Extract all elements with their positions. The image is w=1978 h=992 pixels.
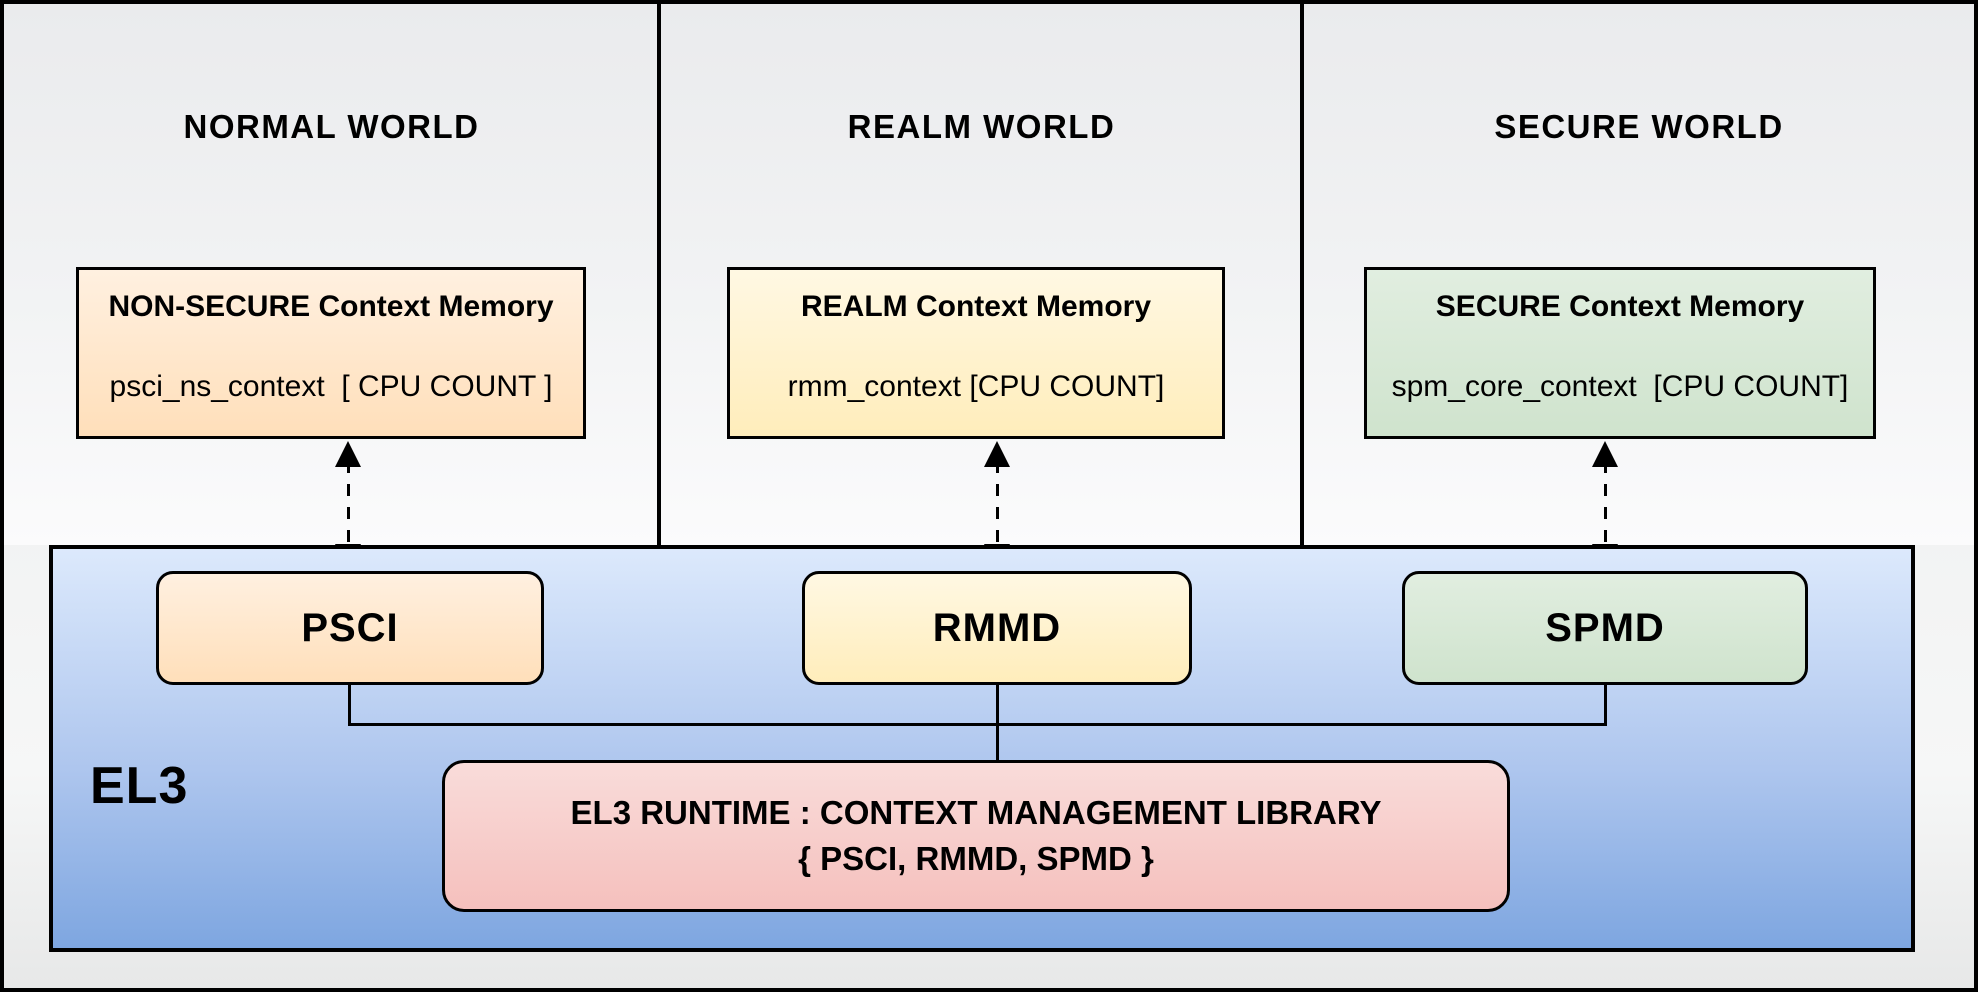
world-divider-normal-realm (657, 4, 661, 545)
memory-box-nonsecure: NON-SECURE Context Memory psci_ns_contex… (76, 267, 586, 439)
el3-label: EL3 (90, 757, 189, 815)
dashed-line (346, 461, 350, 550)
memory-box-title: REALM Context Memory (800, 290, 1152, 323)
memory-box-title: SECURE Context Memory (1435, 290, 1805, 323)
dashed-line (1603, 461, 1607, 550)
connector-bus (348, 723, 1607, 726)
world-title-realm: REALM WORLD (847, 108, 1116, 145)
runtime-library-box: EL3 RUNTIME : CONTEXT MANAGEMENT LIBRARY… (442, 760, 1510, 912)
world-title-normal: NORMAL WORLD (183, 108, 480, 145)
memory-box-code: rmm_context [CPU COUNT] (787, 370, 1165, 403)
dispatcher-rmmd: RMMD (802, 571, 1192, 685)
world-title-secure: SECURE WORLD (1494, 108, 1784, 145)
runtime-library-members: { PSCI, RMMD, SPMD } (798, 840, 1154, 877)
connector-drop-psci (348, 683, 351, 726)
connector-drop-spmd (1604, 683, 1607, 726)
memory-box-title: NON-SECURE Context Memory (108, 290, 554, 323)
connector-drop-runtime (996, 723, 999, 763)
memory-box-code: spm_core_context [CPU COUNT] (1391, 370, 1849, 403)
dispatcher-psci: PSCI (156, 571, 544, 685)
memory-box-realm: REALM Context Memory rmm_context [CPU CO… (727, 267, 1225, 439)
memory-box-code: psci_ns_context [ CPU COUNT ] (109, 370, 553, 403)
memory-box-secure: SECURE Context Memory spm_core_context [… (1364, 267, 1876, 439)
runtime-library-title: EL3 RUNTIME : CONTEXT MANAGEMENT LIBRARY (570, 794, 1382, 831)
worlds-region: NORMAL WORLD REALM WORLD SECURE WORLD NO… (4, 4, 1974, 545)
dispatcher-spmd: SPMD (1402, 571, 1808, 685)
dashed-line (995, 461, 999, 550)
connector-drop-rmmd (996, 683, 999, 726)
world-divider-realm-secure (1300, 4, 1304, 545)
